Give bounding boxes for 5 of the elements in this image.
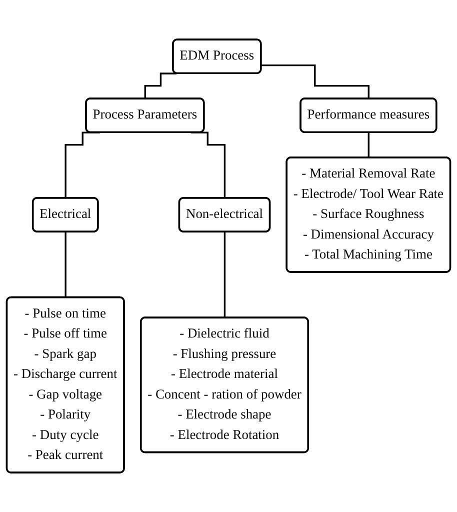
connector (64, 231, 67, 299)
connector (144, 72, 177, 100)
connector (261, 64, 370, 100)
connector (224, 231, 226, 319)
connector (368, 132, 370, 159)
